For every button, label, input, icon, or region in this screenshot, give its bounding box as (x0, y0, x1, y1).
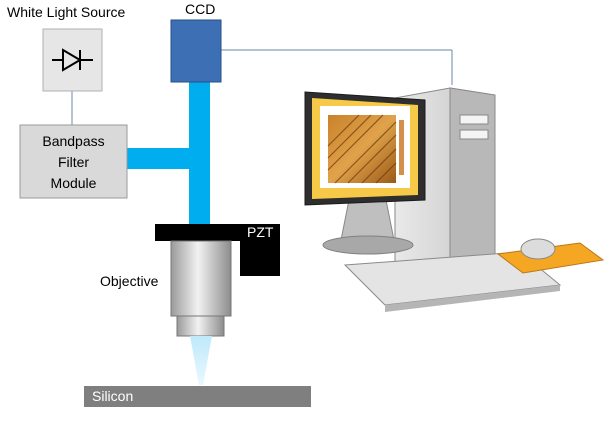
objective-body (170, 240, 232, 317)
light-source-label: White Light Source (7, 4, 126, 20)
filter-module-box (19, 124, 128, 199)
filter-label-line2: Filter (57, 154, 90, 170)
beam-horizontal (127, 148, 189, 169)
pzt-block (240, 224, 280, 276)
filter-label-line3: Module (50, 175, 97, 191)
pzt-label: PZT (247, 224, 274, 240)
ccd-label: CCD (185, 1, 216, 17)
objective-tip (176, 315, 225, 337)
afm-image (328, 115, 396, 183)
focus-cone (190, 336, 212, 385)
diode-symbol-icon (52, 48, 93, 72)
computer-workstation-icon (304, 87, 605, 312)
beam-vertical (189, 82, 210, 225)
silicon-label: Silicon (92, 388, 134, 404)
light-source-box (42, 28, 103, 92)
objective-label: Objective (100, 273, 159, 289)
filter-label-line1: Bandpass (42, 133, 105, 149)
ccd-block (170, 19, 222, 83)
silicon-sample (84, 386, 311, 407)
